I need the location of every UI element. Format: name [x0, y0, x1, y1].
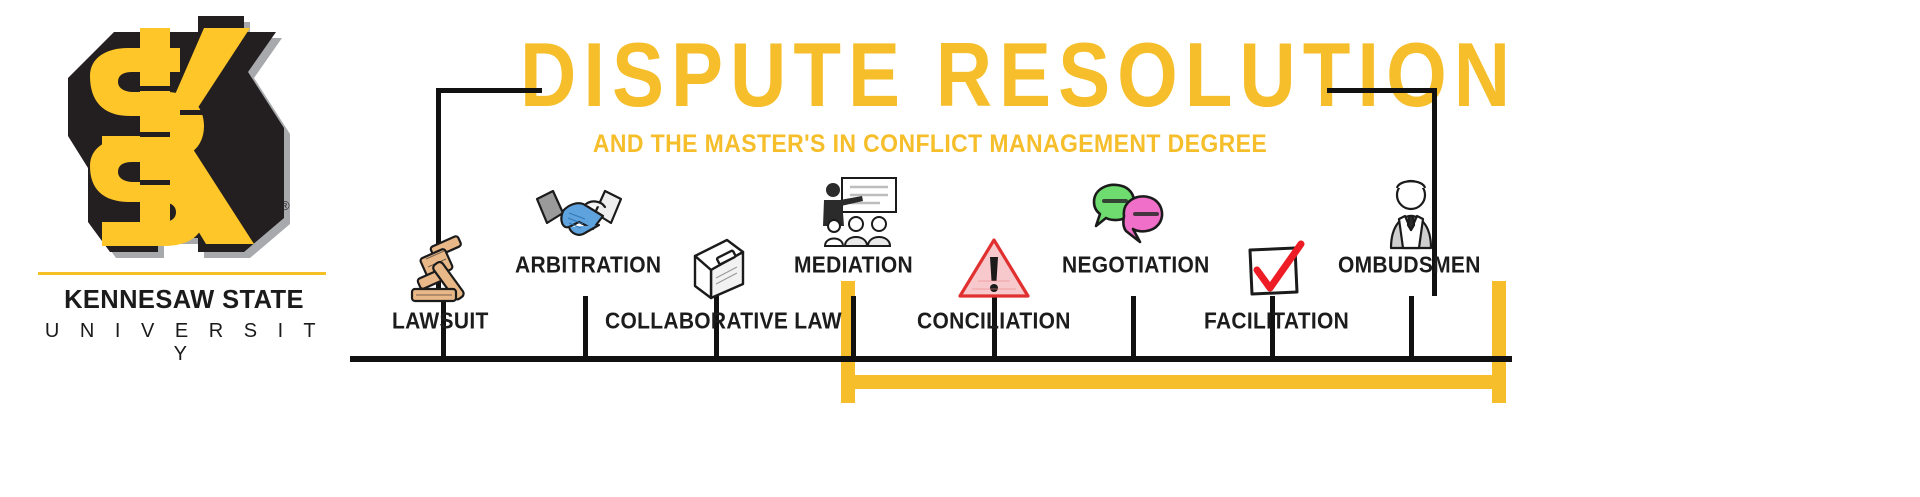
- ksu-sk-monogram-icon: ®: [54, 14, 304, 264]
- title-bracket-right-arm: [1327, 88, 1437, 93]
- page-subtitle: AND THE MASTER'S IN CONFLICT MANAGEMENT …: [592, 129, 1268, 158]
- timeline-label-lawsuit[interactable]: LAWSUIT: [392, 309, 489, 334]
- title-bracket-right-stem: [1432, 88, 1437, 296]
- warning-triangle-icon: [958, 237, 1030, 299]
- timeline-label-arbitration[interactable]: ARBITRATION: [515, 253, 662, 278]
- ksu-logo-block: ® KENNESAW STATE U N I V E R S I T Y: [16, 14, 346, 374]
- timeline-label-conciliation[interactable]: CONCILIATION: [917, 309, 1071, 334]
- handshake-icon: [533, 185, 625, 247]
- speech-bubbles-icon: [1088, 180, 1174, 248]
- tick-mediation: [851, 296, 856, 356]
- book-icon: [687, 236, 749, 302]
- logo-divider: [38, 272, 326, 275]
- tick-collaborative-law: [714, 296, 719, 356]
- person-suit-icon: [1379, 178, 1443, 250]
- timeline-label-collaborative-law[interactable]: COLLABORATIVE LAW: [605, 309, 842, 334]
- timeline-label-ombudsmen[interactable]: OMBUDSMEN: [1338, 253, 1481, 278]
- tick-facilitation: [1270, 296, 1275, 356]
- highlight-bracket-right-stem: [1492, 281, 1506, 403]
- page-title: DISPUTE RESOLUTION: [520, 23, 1518, 126]
- highlight-bracket-base: [841, 375, 1506, 389]
- timeline-label-negotiation[interactable]: NEGOTIATION: [1062, 253, 1210, 278]
- tick-ombudsmen: [1409, 296, 1414, 356]
- timeline-axis: [350, 356, 1512, 362]
- svg-text:®: ®: [280, 198, 290, 213]
- university-subname: U N I V E R S I T Y: [44, 320, 324, 365]
- tick-conciliation: [992, 296, 997, 356]
- timeline-label-mediation[interactable]: MEDIATION: [794, 253, 913, 278]
- tick-arbitration: [583, 296, 588, 356]
- title-bracket-left-arm: [436, 88, 542, 93]
- title-bracket-left-stem: [436, 88, 441, 296]
- university-name: KENNESAW STATE: [64, 286, 304, 314]
- timeline-label-facilitation[interactable]: FACILITATION: [1204, 309, 1350, 334]
- checkmark-box-icon: [1243, 240, 1305, 302]
- tick-negotiation: [1131, 296, 1136, 356]
- tick-lawsuit: [441, 296, 446, 356]
- presenter-board-icon: [806, 176, 898, 248]
- gavel-icon: [406, 233, 482, 305]
